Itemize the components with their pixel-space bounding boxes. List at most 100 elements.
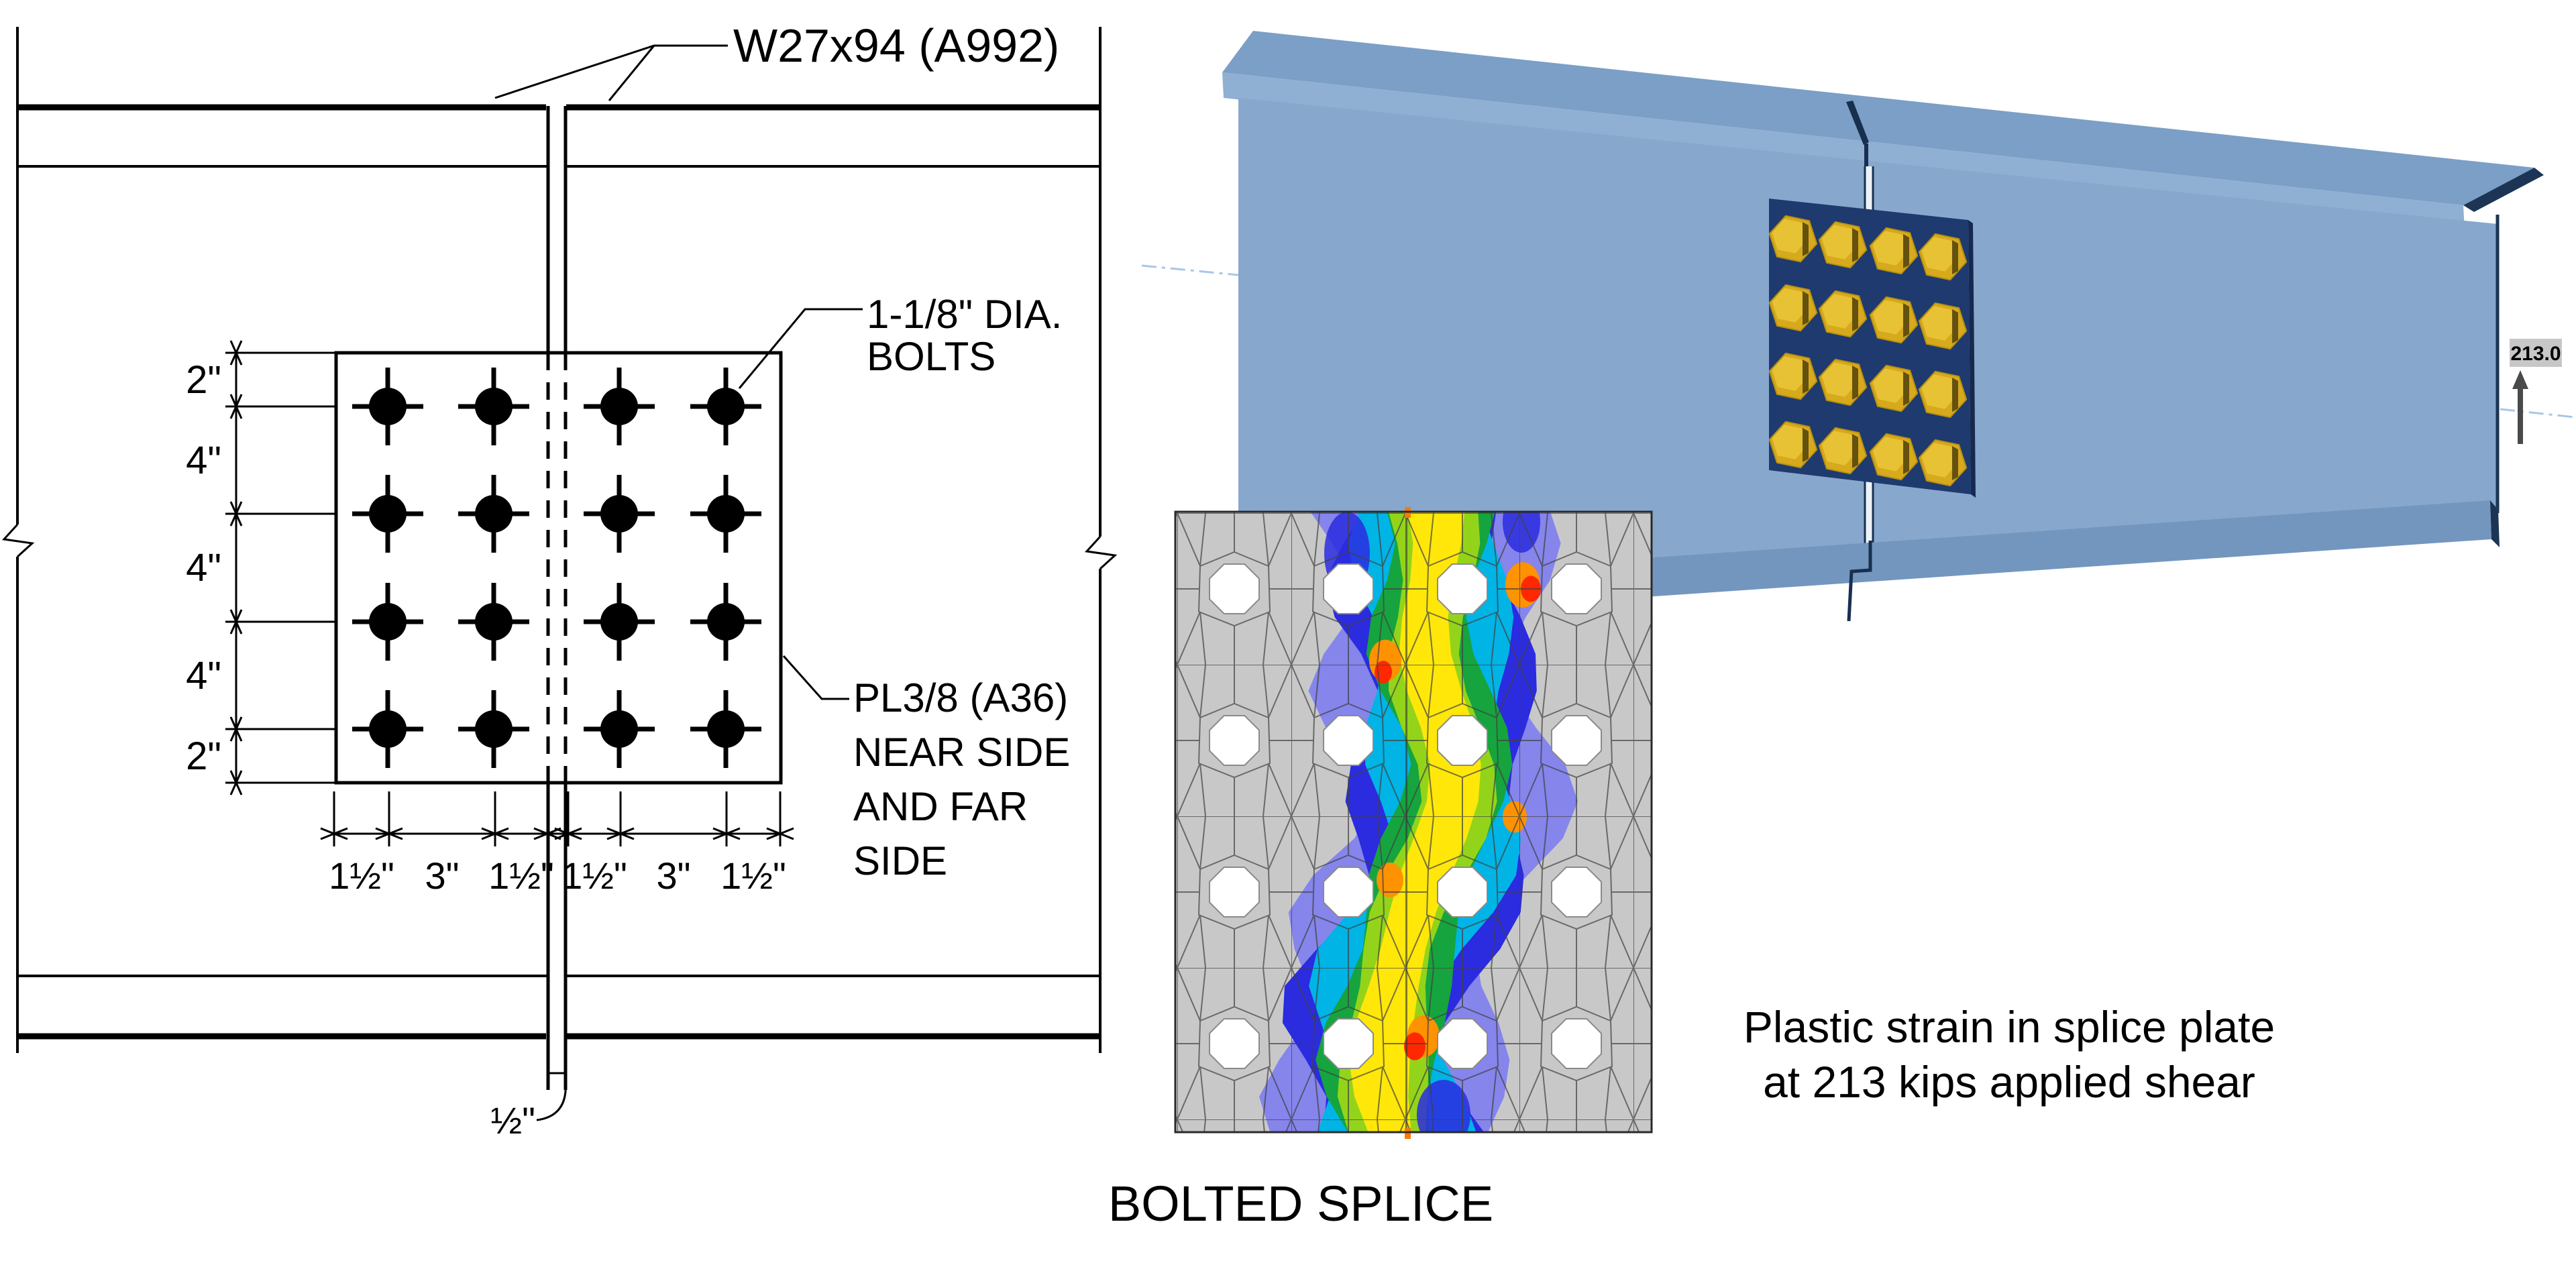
dim-label: 4" [186,546,221,590]
bolt-symbol [584,475,655,553]
bolt-callout-line1: 1-1/8" DIA. [867,292,1062,337]
bolt-hole [1323,867,1374,918]
beam-label-leader [494,44,728,99]
callout-leaders [494,44,863,700]
horizontal-dimension-labels: 1½" 3" 1½" 1½" 3" 1½" [329,854,786,897]
top-flange-top-face [1222,31,2534,205]
bolt-symbol [458,475,529,553]
bolt-symbol [690,368,761,445]
bolt-3d [1818,358,1868,406]
splice-plate-3d-edge [1968,220,1976,498]
dim-label: 1½" [488,854,554,897]
plate-callout-line4: SIDE [853,838,947,883]
bolt-symbol [352,475,423,553]
bolt-hole [1323,715,1374,766]
bolt-3d [1918,370,1968,419]
dim-label: 2" [186,358,221,402]
bolt-symbol [584,690,655,768]
bolt-callout-line2: BOLTS [867,334,996,379]
top-flange-end-cap [2463,168,2544,212]
gap-dimension-label: ½" [490,1099,535,1142]
bolt-hole [1551,715,1602,766]
bolt-callout-leader [738,308,863,389]
bolt-hole [1323,1018,1374,1069]
bolt-symbol [352,583,423,661]
fea-frame [1174,510,1653,1134]
bolt-symbol [458,690,529,768]
plate-callout-line1: PL3/8 (A36) [853,675,1068,720]
bolt-pattern-2d [352,368,761,768]
fea-inset [1174,507,1653,1139]
bolt-3d [1918,302,1968,350]
dim-label: 4" [186,654,221,698]
beam-break-borders [1,27,1118,1053]
bolt-hole [1551,1018,1602,1069]
splice-plate-outline [334,351,783,785]
model-3d: 213.0 [1141,31,2575,625]
beam-section-label: W27x94 (A992) [733,19,1059,72]
fea-tick-bottom [1405,1128,1411,1139]
dimension-lines [225,340,794,846]
bolt-3d [1818,221,1868,269]
load-arrow-icon [2512,370,2528,444]
bolt-3d [1869,433,1919,481]
gap-dimension-detail [536,1072,567,1121]
bolt-symbol [584,583,655,661]
bolt-hole [1437,1018,1488,1069]
plate-callout-leader [782,655,849,700]
bottom-flange-slit [1847,541,1872,622]
plate-callout-line3: AND FAR [853,784,1028,829]
bolt-hole [1437,867,1488,918]
dim-label: 1½" [561,854,627,897]
bolt-symbol [352,690,423,768]
bolt-symbol [458,583,529,661]
bolt-hole [1323,563,1374,614]
fea-caption-line2: at 213 kips applied shear [1763,1057,2255,1107]
bolt-hole [1209,867,1260,918]
load-label: 213.0 [2510,343,2561,365]
bolt-3d [1768,284,1818,332]
bolt-3d [1869,227,1919,275]
bolt-symbol [584,368,655,445]
plate-callout-line2: NEAR SIDE [853,730,1070,775]
bolt-hole [1551,563,1602,614]
fea-bolt-holes [1209,563,1602,1069]
bolt-hole [1551,867,1602,918]
bolt-symbol [458,368,529,445]
bolt-hole [1209,1018,1260,1069]
bottom-flange-end-cap [2490,500,2500,547]
dim-label: 3" [425,854,459,897]
bolt-3d [1918,439,1968,487]
bolt-3d [1869,296,1919,344]
dim-label: 4" [186,439,221,482]
bolt-3d [1818,427,1868,475]
dim-label: 1½" [329,854,394,897]
bolt-3d [1768,352,1818,400]
bolt-3d [1768,215,1818,263]
applied-load-annotation: 213.0 [2510,339,2562,444]
bolt-3d [1869,364,1919,412]
bolt-group-3d [1768,215,1968,487]
beam-flange-lines [17,104,1100,1040]
bolt-hole [1437,563,1488,614]
bolt-symbol [352,368,423,445]
bolt-symbol [690,583,761,661]
splice-gap-lines [546,106,568,1090]
dim-label: 1½" [720,854,786,897]
dim-label: 2" [186,734,221,778]
vertical-dimension-labels: 2" 4" 4" 4" 2" [186,358,221,778]
bolt-symbol [690,475,761,553]
beam-label-leader-2 [608,45,655,101]
bolt-symbol [690,690,761,768]
bolt-hole [1209,563,1260,614]
load-label-box [2510,339,2562,367]
axis-line-right [2500,408,2575,419]
figure-title: BOLTED SPLICE [1108,1176,1493,1231]
dim-label: 3" [656,854,690,897]
elevation-drawing: W27x94 (A992) 1-1/8" DIA. BOLTS PL3/8 (A… [1,19,1118,1142]
bolt-3d [1918,233,1968,281]
fea-caption-line1: Plastic strain in splice plate [1743,1002,2275,1052]
bolt-3d [1768,421,1818,469]
splice-plate-3d [1769,199,1971,494]
